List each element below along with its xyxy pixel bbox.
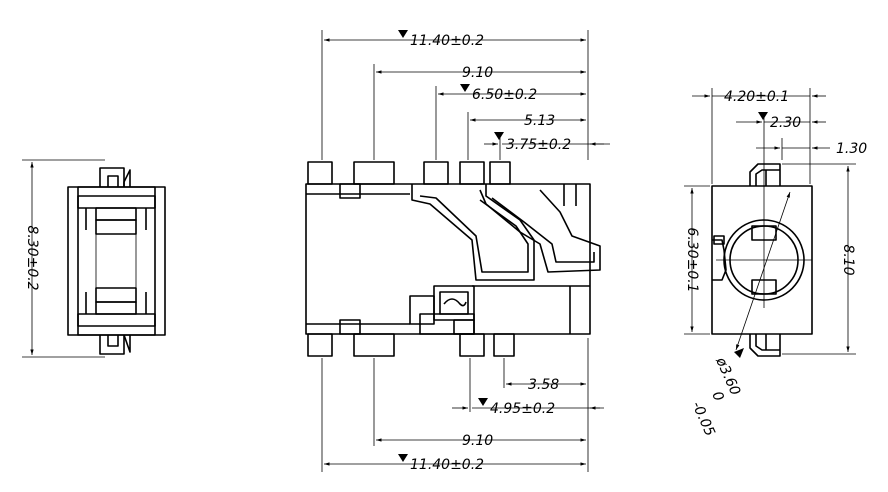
dim-label-bottom-4-95: 4.95±0.2 bbox=[490, 401, 555, 417]
dim-label-right-2-30: 2.30 bbox=[770, 115, 801, 131]
dim-label-right-8-10: 8.10 bbox=[840, 244, 856, 275]
dim-label-top-6-50: 6.50±0.2 bbox=[472, 87, 537, 103]
dims-center-top: 11.40±0.2 9.10 6.50±0.2 5.13 3.75±0.2 bbox=[321, 30, 610, 160]
dim-label-top-9-10: 9.10 bbox=[462, 65, 493, 81]
dim-label-8-30: 8.30±0.2 bbox=[24, 225, 40, 290]
dim-left-height: 8.30±0.2 bbox=[22, 159, 105, 358]
dim-label-right-tol-lower: -0.05 bbox=[688, 399, 717, 439]
dim-label-right-4-20: 4.20±0.1 bbox=[724, 89, 789, 105]
left-side-view bbox=[67, 167, 166, 355]
center-top-view bbox=[305, 161, 601, 357]
dim-label-bottom-11-40: 11.40±0.2 bbox=[410, 457, 484, 473]
dim-label-right-tol-upper: 0 bbox=[708, 389, 726, 404]
dim-label-top-5-13: 5.13 bbox=[524, 113, 555, 129]
dims-center-bottom: 3.58 4.95±0.2 9.10 11.40±0.2 bbox=[321, 338, 604, 473]
dim-label-bottom-3-58: 3.58 bbox=[528, 377, 559, 393]
right-front-view bbox=[711, 163, 813, 358]
dim-label-right-6-30: 6.30±0.1 bbox=[684, 227, 700, 292]
dim-label-top-3-75: 3.75±0.2 bbox=[506, 137, 571, 153]
dim-label-right-1-30: 1.30 bbox=[836, 141, 867, 157]
dim-label-bottom-9-10: 9.10 bbox=[462, 433, 493, 449]
dim-label-top-11-40: 11.40±0.2 bbox=[410, 33, 484, 49]
